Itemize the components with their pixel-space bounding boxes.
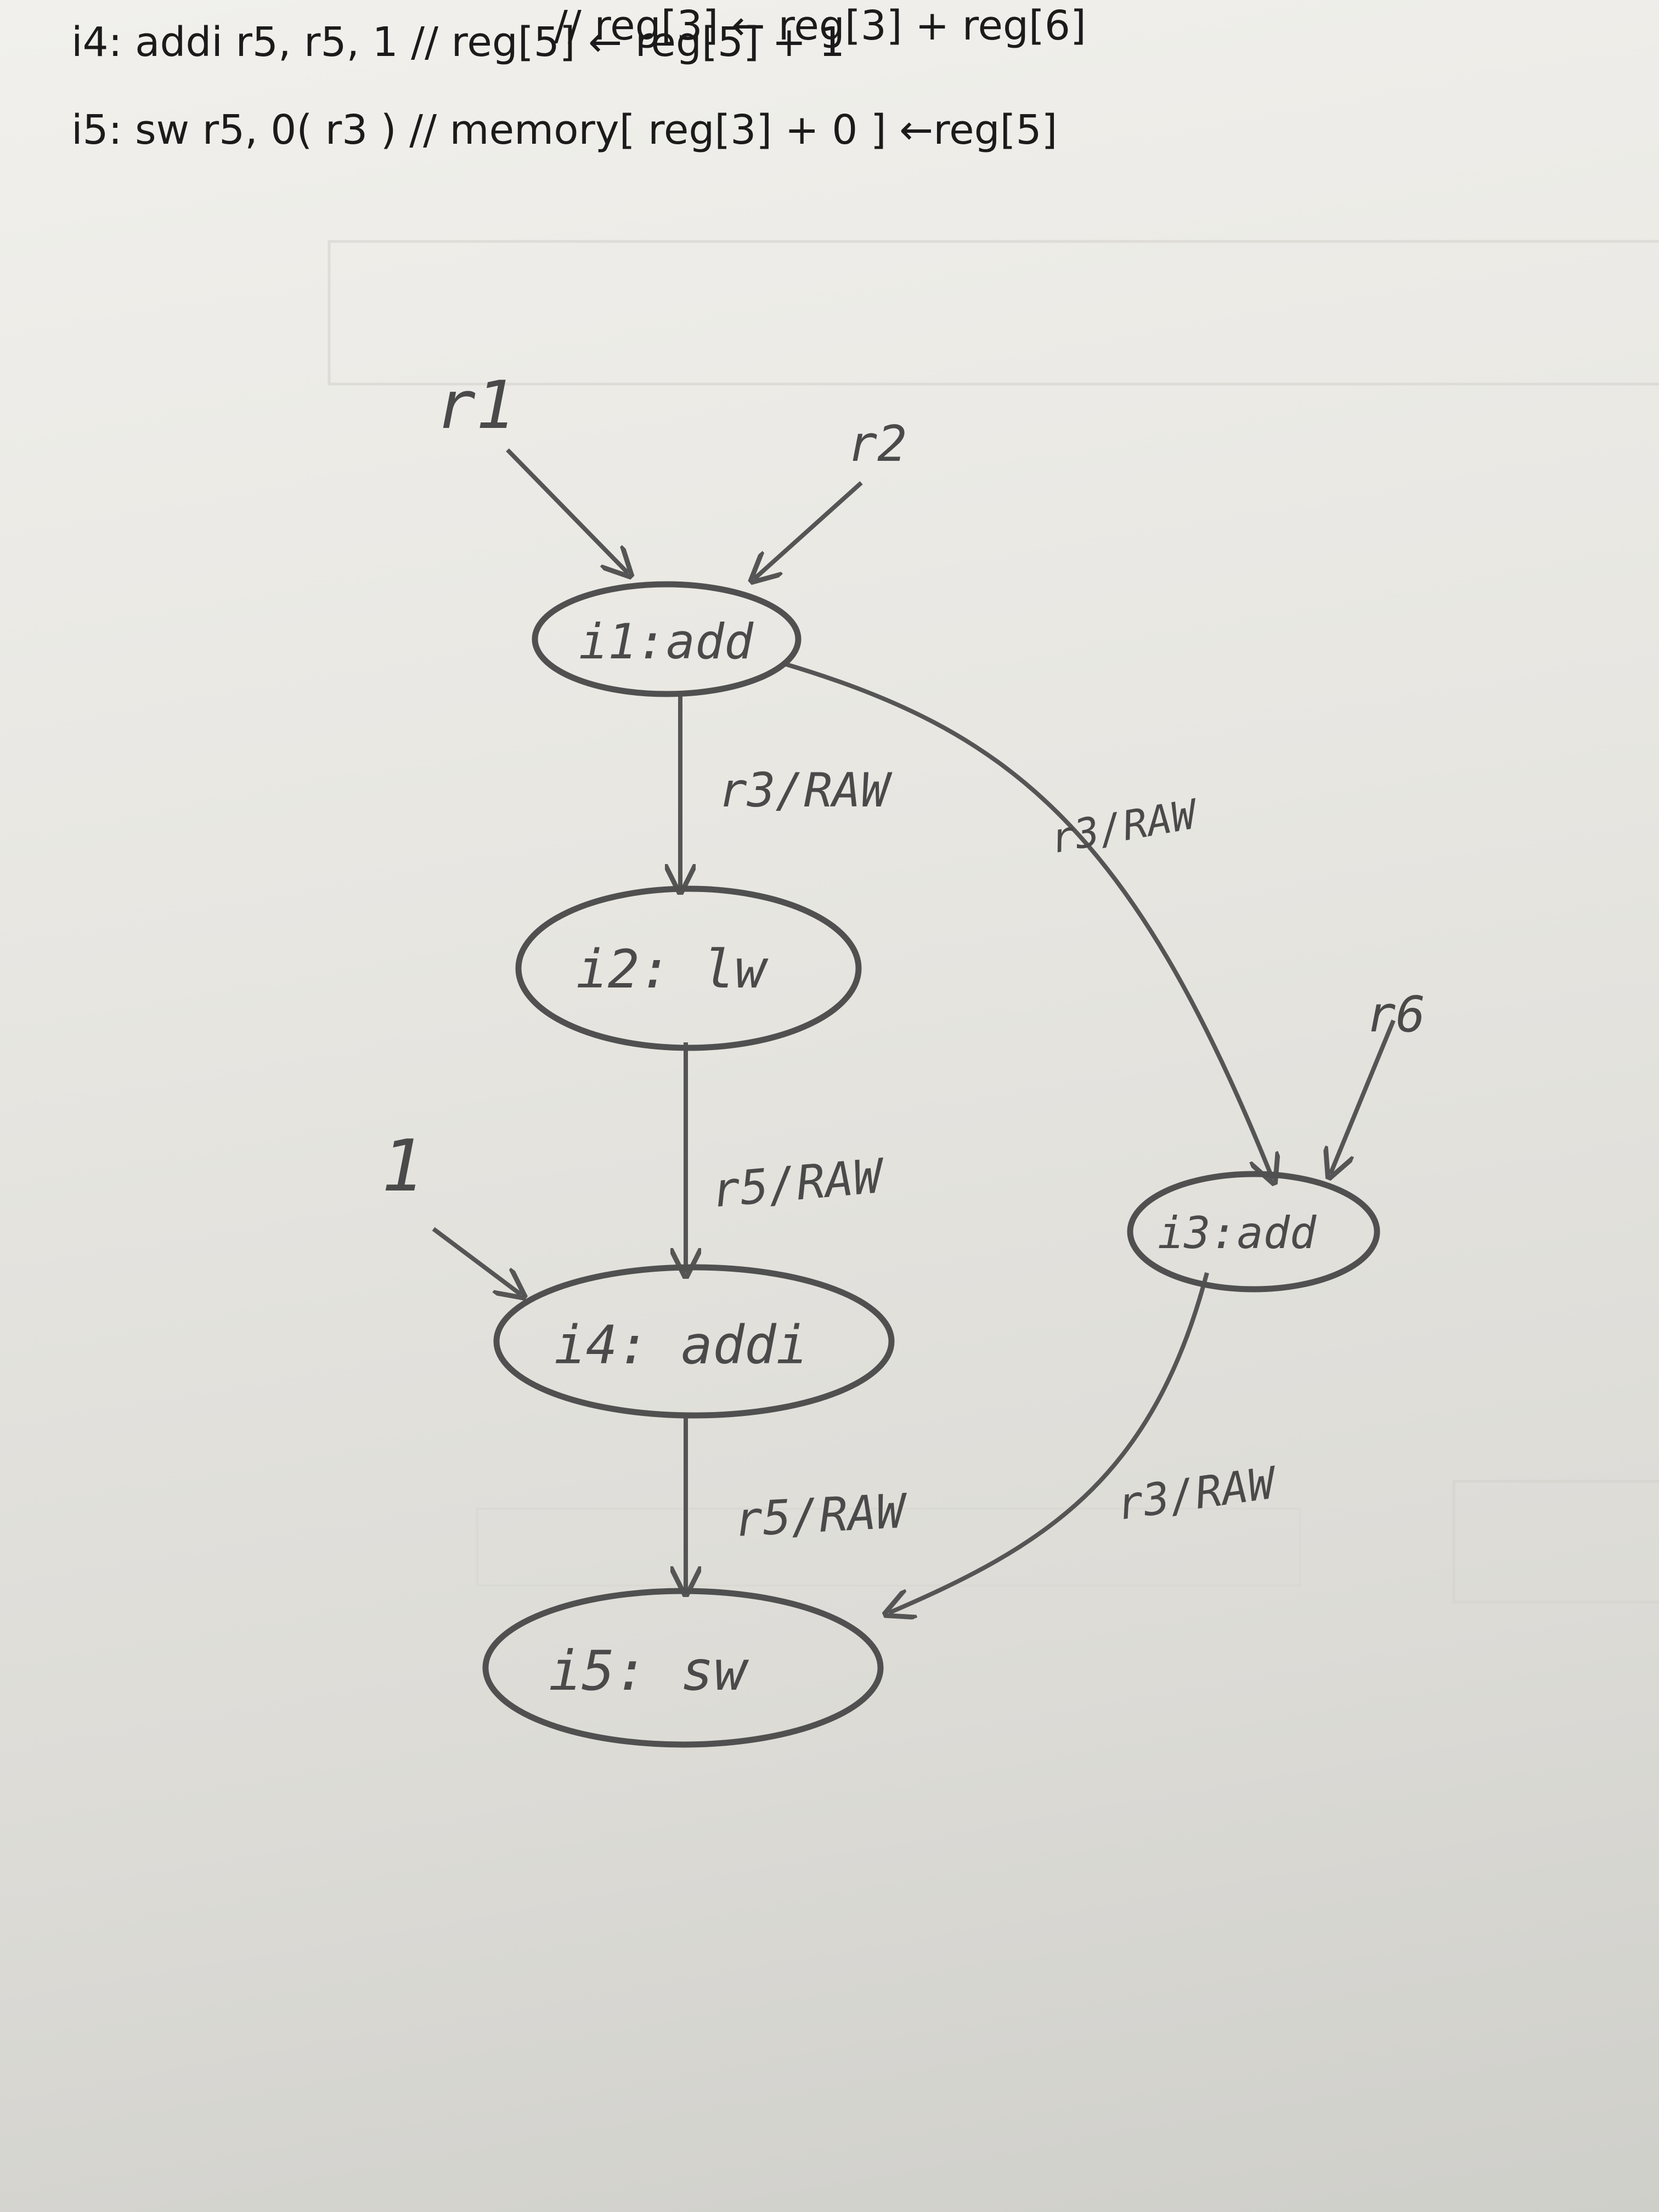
edge-label-i4-i5: r5/RAW	[733, 1484, 910, 1548]
node-i4	[493, 1264, 895, 1419]
edge-i3-i5	[889, 1272, 1209, 1613]
node-label-i3: i3:add	[1158, 1207, 1317, 1259]
input-edge-one	[432, 1227, 521, 1295]
bleed-through-marks	[328, 240, 1659, 1604]
node-label-i1: i1:add	[579, 613, 754, 670]
input-label-r2: r2	[848, 415, 907, 473]
input-label-r6: r6	[1366, 986, 1425, 1043]
edge-i1-i3	[783, 662, 1273, 1180]
node-i3	[1127, 1171, 1380, 1293]
node-i5	[482, 1588, 884, 1748]
code-line-i4: i4: addi r5, r5, 1 // reg[5] ← reg[5] + …	[71, 19, 845, 66]
node-i1	[532, 581, 802, 697]
node-label-i2: i2: lw	[576, 939, 769, 1000]
code-line-i3: // reg[3] ← reg[3] + reg[6]	[554, 2, 1086, 49]
input-label-one: 1	[381, 1124, 424, 1207]
input-edge-r1	[506, 448, 628, 573]
edge-label-i2-i4: r5/RAW	[709, 1149, 887, 1218]
node-label-i5: i5: sw	[549, 1639, 749, 1703]
edge-label-i1-i3: r3/RAW	[1047, 791, 1203, 863]
node-label-i4: i4: addi	[554, 1314, 808, 1376]
edge-label-i1-i2: r3/RAW	[719, 763, 893, 818]
input-edge-r6	[1330, 1019, 1396, 1174]
input-edge-r2	[754, 481, 863, 579]
code-line-i5: i5: sw r5, 0( r3 ) // memory[ reg[3] + 0…	[71, 106, 1058, 154]
input-label-r1: r1	[436, 368, 516, 444]
edge-label-i3-i5: r3/RAW	[1114, 1457, 1281, 1530]
node-i2	[515, 885, 862, 1051]
